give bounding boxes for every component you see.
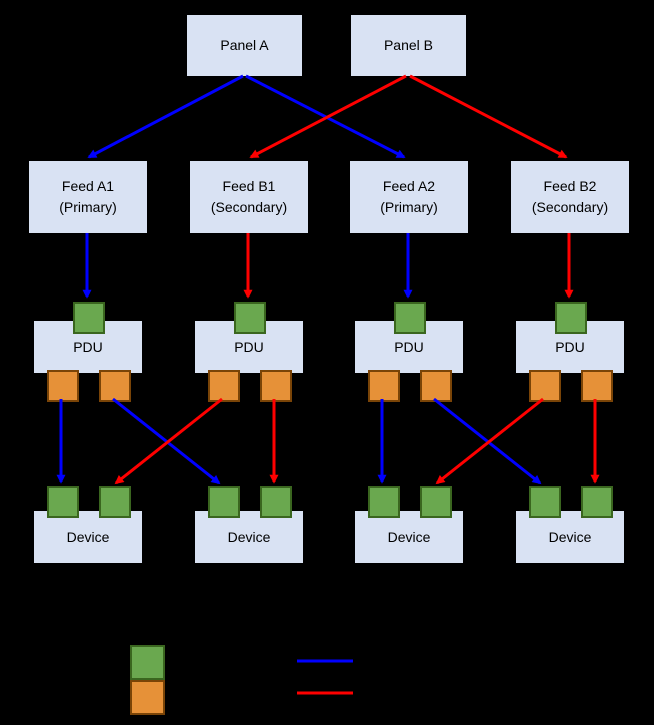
device-2-label: Device <box>227 528 271 545</box>
arrow-pdu-2-to-device-1 <box>114 397 223 485</box>
feed-a1-role-label: (Primary) <box>59 199 117 215</box>
device-2-node: Device <box>194 510 304 564</box>
device-3-node: Device <box>354 510 464 564</box>
feed-a2-node: Feed A2 (Primary) <box>349 160 469 234</box>
pdu-3-label: PDU <box>394 338 424 355</box>
pdu-2-power-out-port-left <box>208 370 240 402</box>
pdu-3-power-out-port-right <box>420 370 452 402</box>
pdu-1-label: PDU <box>73 338 103 355</box>
device-4-power-in-port-left <box>529 486 561 518</box>
pdu-3-power-in-port <box>394 302 426 334</box>
legend-power-out-swatch <box>130 680 165 715</box>
pdu-1-power-in-port <box>73 302 105 334</box>
feed-a1-node: Feed A1 (Primary) <box>28 160 148 234</box>
pdu-2-label: PDU <box>234 338 264 355</box>
feed-b1-label: Feed B1 <box>222 178 276 194</box>
feed-a2-label: Feed A2 <box>382 178 436 194</box>
arrow-pdu-4-to-device-3 <box>435 397 544 485</box>
device-2-power-in-port-right <box>260 486 292 518</box>
device-4-node: Device <box>515 510 625 564</box>
pdu-2-power-in-port <box>234 302 266 334</box>
panel-b-label: Panel B <box>383 37 434 53</box>
feed-b1-node: Feed B1 (Secondary) <box>189 160 309 234</box>
pdu-4-power-out-port-right <box>581 370 613 402</box>
device-4-power-in-port-right <box>581 486 613 518</box>
device-3-label: Device <box>387 528 431 545</box>
pdu-4-label: PDU <box>555 338 585 355</box>
pdu-1-power-out-port-left <box>47 370 79 402</box>
feed-b2-role-label: (Secondary) <box>531 199 609 215</box>
panel-a-label: Panel A <box>220 37 269 53</box>
device-1-label: Device <box>66 528 110 545</box>
pdu-3-power-out-port-left <box>368 370 400 402</box>
pdu-4-power-out-port-left <box>529 370 561 402</box>
arrow-panel-a-to-feed-a1 <box>87 74 244 159</box>
legend-power-in-swatch <box>130 645 165 680</box>
feed-a2-role-label: (Primary) <box>380 199 438 215</box>
feed-a1-label: Feed A1 <box>61 178 115 194</box>
device-3-power-in-port-right <box>420 486 452 518</box>
pdu-1-power-out-port-right <box>99 370 131 402</box>
feed-b2-label: Feed B2 <box>543 178 597 194</box>
pdu-4-power-in-port <box>555 302 587 334</box>
arrow-panel-b-to-feed-b1 <box>249 74 407 159</box>
panel-b-node: Panel B <box>350 14 467 77</box>
device-3-power-in-port-left <box>368 486 400 518</box>
feed-b1-role-label: (Secondary) <box>210 199 288 215</box>
pdu-2-node: PDU <box>194 320 304 374</box>
arrow-pdu-3-to-device-4 <box>433 397 542 485</box>
arrow-panel-a-to-feed-a2 <box>245 74 406 159</box>
device-1-node: Device <box>33 510 143 564</box>
device-2-power-in-port-left <box>208 486 240 518</box>
panel-a-node: Panel A <box>186 14 303 77</box>
pdu-4-node: PDU <box>515 320 625 374</box>
device-4-label: Device <box>548 528 592 545</box>
device-1-power-in-port-left <box>47 486 79 518</box>
arrow-panel-b-to-feed-b2 <box>409 74 568 159</box>
arrow-pdu-1-to-device-2 <box>112 397 221 485</box>
feed-b2-node: Feed B2 (Secondary) <box>510 160 630 234</box>
device-1-power-in-port-right <box>99 486 131 518</box>
pdu-2-power-out-port-right <box>260 370 292 402</box>
